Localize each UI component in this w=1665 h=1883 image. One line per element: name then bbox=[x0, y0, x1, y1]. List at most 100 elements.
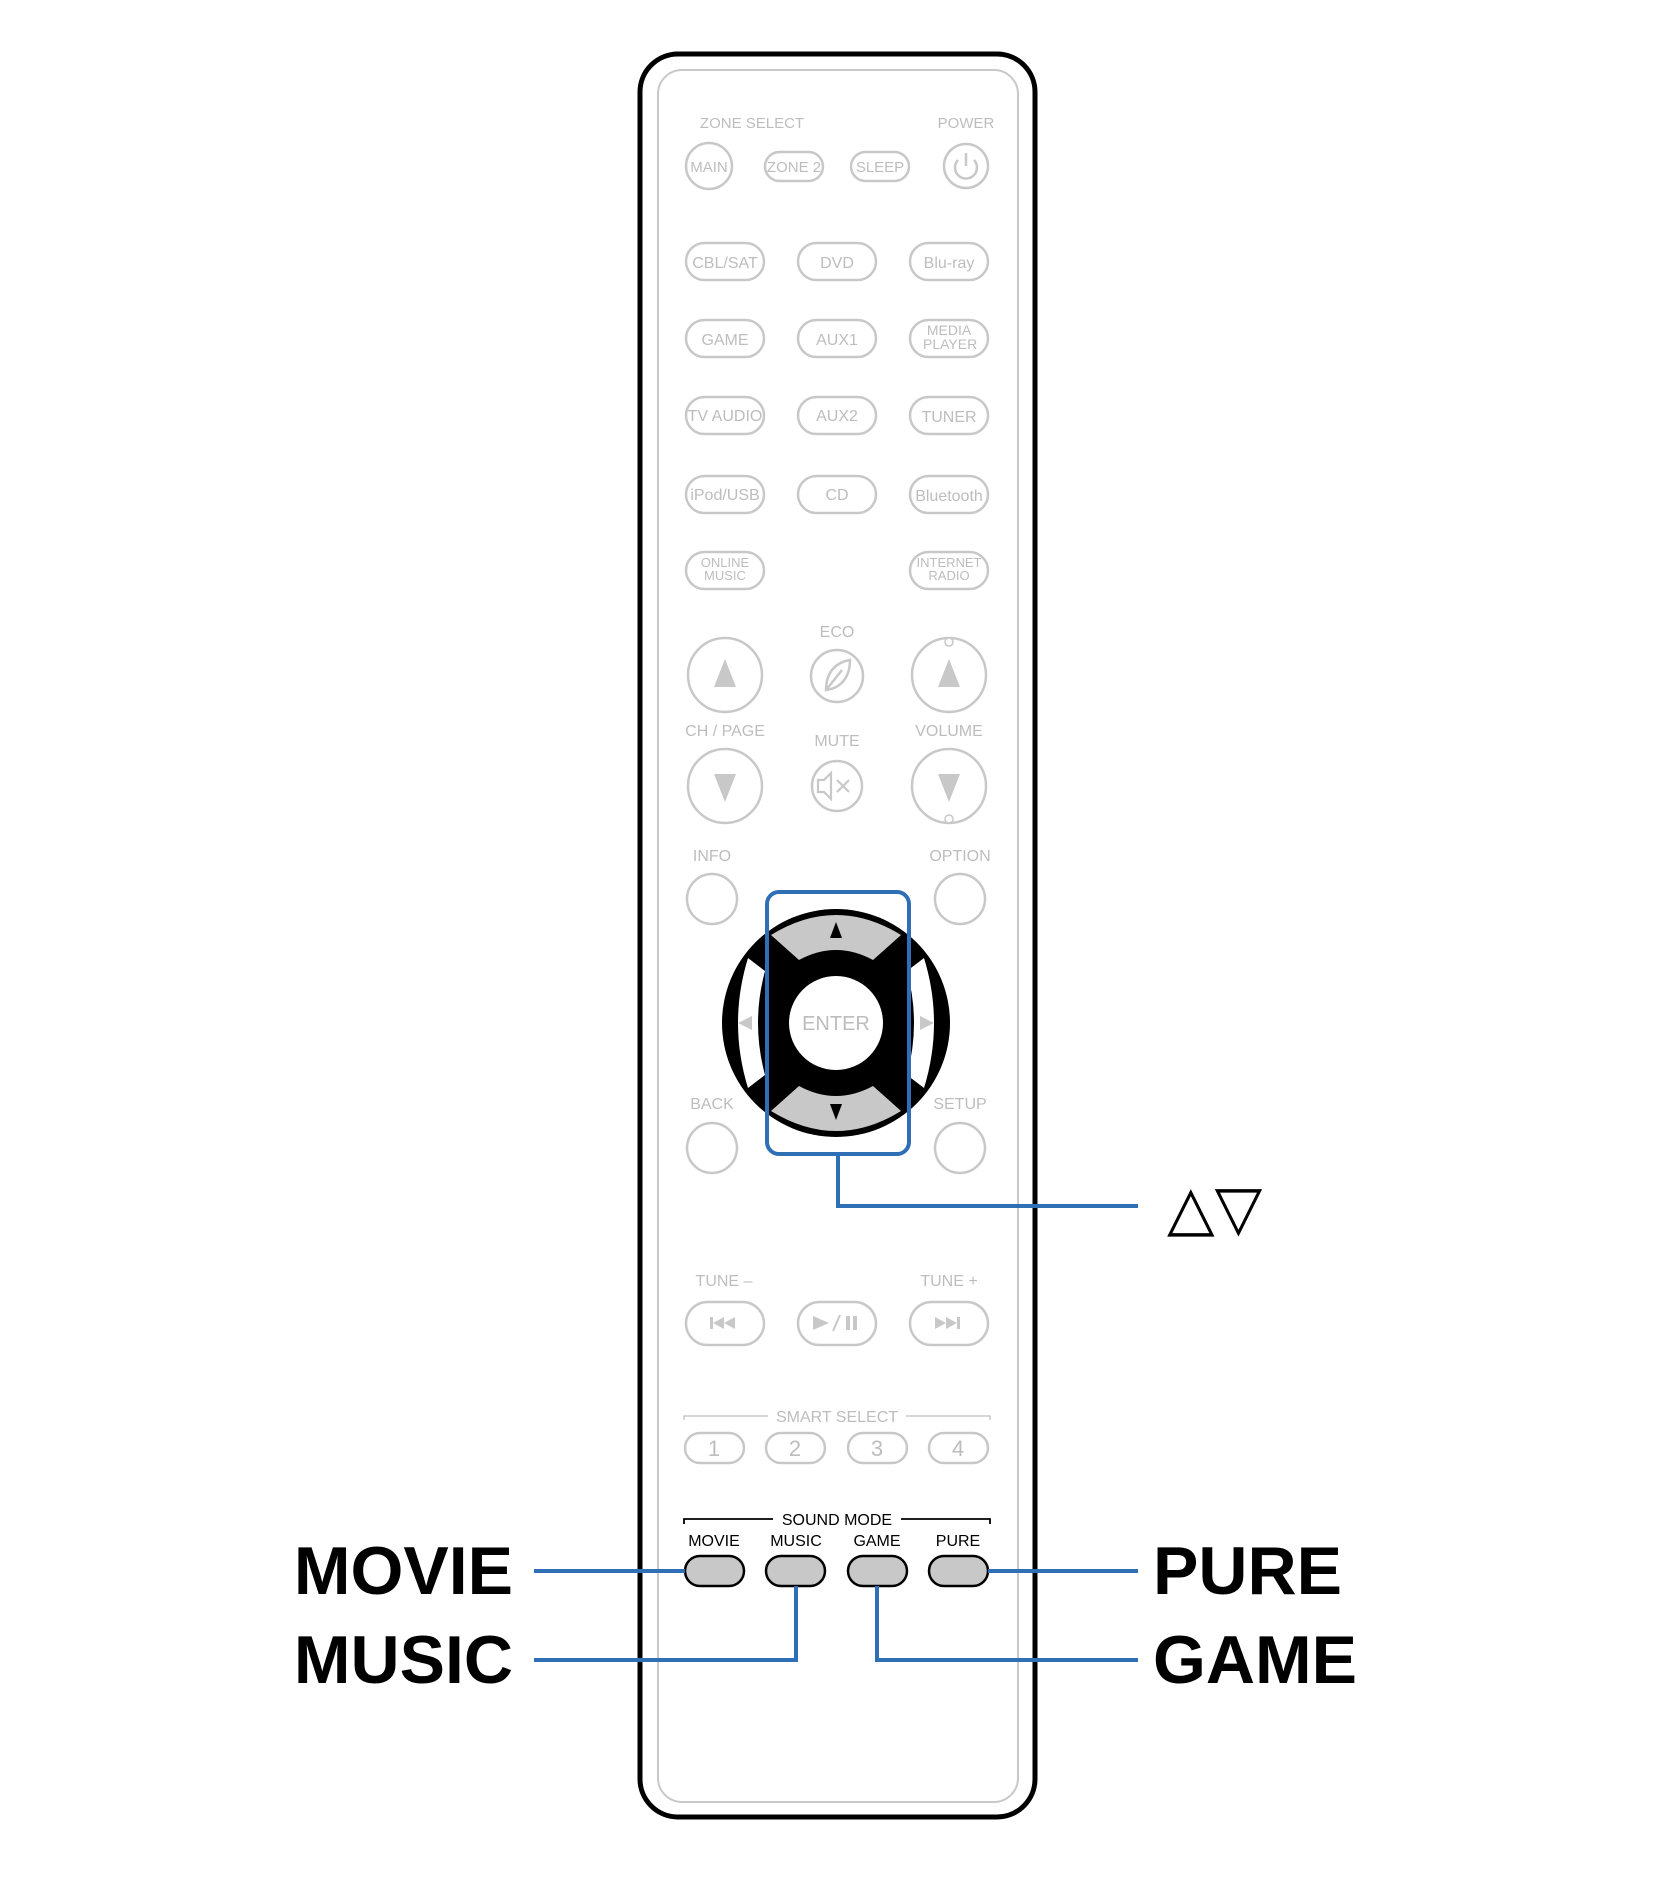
tune-minus-label: TUNE – bbox=[696, 1273, 753, 1290]
setup-button[interactable] bbox=[933, 1121, 987, 1175]
ch-page-label: CH / PAGE bbox=[685, 723, 765, 740]
source-label-online-music: ONLINE MUSIC bbox=[700, 555, 750, 583]
source-button-dvd[interactable]: DVD bbox=[796, 241, 878, 282]
cursor-left-arrow-icon bbox=[738, 1016, 752, 1030]
ch-page-down-button[interactable] bbox=[686, 747, 764, 825]
zone2-button-label: ZONE 2 bbox=[767, 159, 821, 176]
eco-label: ECO bbox=[820, 624, 855, 641]
remote-body-inner bbox=[657, 69, 1019, 1803]
sleep-button[interactable]: SLEEP bbox=[849, 150, 911, 183]
smart-select-button-1[interactable]: 1 bbox=[683, 1431, 746, 1465]
back-label: BACK bbox=[690, 1096, 734, 1113]
smart-select-label-2: 2 bbox=[789, 1436, 801, 1461]
source-button-aux2[interactable]: AUX2 bbox=[796, 395, 878, 436]
source-button-bluray[interactable]: Blu-ray bbox=[908, 241, 990, 282]
skip-back-icon bbox=[710, 1317, 735, 1329]
music-button[interactable] bbox=[764, 1554, 827, 1588]
power-label: POWER bbox=[938, 115, 995, 132]
play-pause-button[interactable] bbox=[796, 1300, 878, 1347]
enter-button[interactable] bbox=[789, 976, 883, 1070]
source-button-media-player[interactable]: MEDIA PLAYER bbox=[908, 318, 990, 359]
source-label-media-player: MEDIA PLAYER bbox=[923, 322, 978, 352]
play-pause-icon bbox=[813, 1314, 857, 1332]
callout-movie-label: MOVIE bbox=[294, 1533, 513, 1609]
volume-up-button[interactable] bbox=[910, 636, 988, 714]
source-button-internet-radio[interactable]: INTERNET RADIO bbox=[908, 550, 990, 591]
sound-mode-label-movie: MOVIE bbox=[688, 1533, 740, 1550]
source-label-cd: CD bbox=[825, 487, 848, 504]
callout-lines bbox=[534, 1154, 1138, 1662]
smart-select-button-4[interactable]: 4 bbox=[927, 1431, 990, 1465]
main-button[interactable]: MAIN bbox=[684, 141, 734, 191]
info-button[interactable] bbox=[685, 872, 739, 926]
sound-mode-label-pure: PURE bbox=[936, 1533, 980, 1550]
game-button[interactable] bbox=[846, 1554, 909, 1588]
triangle-up-icon bbox=[938, 659, 960, 687]
smart-select-label-1: 1 bbox=[708, 1436, 720, 1461]
mute-label: MUTE bbox=[814, 733, 859, 750]
source-button-tuner[interactable]: TUNER bbox=[908, 395, 990, 436]
tune-plus-label: TUNE + bbox=[920, 1273, 977, 1290]
info-label: INFO bbox=[693, 848, 731, 865]
callout-music-label: MUSIC bbox=[294, 1622, 513, 1698]
skip-forward-icon bbox=[935, 1317, 960, 1329]
sleep-button-label: SLEEP bbox=[856, 159, 904, 176]
callout-line-game bbox=[875, 1586, 1138, 1662]
source-label-tuner: TUNER bbox=[921, 409, 976, 426]
cursor-right-arrow-icon bbox=[920, 1016, 934, 1030]
volume-down-button[interactable] bbox=[910, 747, 988, 825]
source-label-aux1: AUX1 bbox=[816, 332, 858, 349]
source-label-internet-radio: INTERNET RADIO bbox=[916, 555, 982, 583]
power-icon bbox=[953, 153, 979, 180]
smart-select-group: SMART SELECT 1 2 3 4 bbox=[683, 1409, 991, 1465]
source-label-bluray: Blu-ray bbox=[924, 255, 975, 272]
zone2-button[interactable]: ZONE 2 bbox=[763, 150, 825, 183]
source-button-cd[interactable]: CD bbox=[796, 474, 878, 515]
leaf-icon bbox=[824, 658, 852, 692]
source-button-game[interactable]: GAME bbox=[684, 318, 766, 359]
source-button-tv-audio[interactable]: TV AUDIO bbox=[684, 395, 766, 436]
source-button-ipod-usb[interactable]: iPod/USB bbox=[684, 474, 766, 515]
callout-line-arrows bbox=[836, 1154, 1138, 1208]
source-buttons: CBL/SAT DVD Blu-ray GAME AUX1 MEDIA PLAY… bbox=[684, 241, 990, 591]
callout-arrows-label: △▽ bbox=[1167, 1174, 1263, 1243]
volume-label: VOLUME bbox=[915, 723, 983, 740]
source-label-ipod-usb: iPod/USB bbox=[690, 487, 759, 504]
power-button[interactable] bbox=[942, 142, 990, 190]
pure-button[interactable] bbox=[927, 1554, 990, 1588]
option-button[interactable] bbox=[933, 872, 987, 926]
mute-speaker-icon bbox=[816, 770, 850, 802]
source-label-game: GAME bbox=[701, 332, 748, 349]
main-button-label: MAIN bbox=[690, 159, 728, 176]
smart-select-label-3: 3 bbox=[871, 1436, 883, 1461]
source-button-online-music[interactable]: ONLINE MUSIC bbox=[684, 550, 766, 591]
smart-select-button-3[interactable]: 3 bbox=[846, 1431, 909, 1465]
skip-back-button[interactable] bbox=[684, 1300, 766, 1347]
ch-page-up-button[interactable] bbox=[686, 636, 764, 714]
skip-forward-button[interactable] bbox=[908, 1300, 990, 1347]
source-button-bluetooth[interactable]: Bluetooth bbox=[908, 474, 990, 515]
sound-mode-group: SOUND MODE MOVIE MUSIC GAME PURE bbox=[683, 1512, 991, 1588]
source-button-aux1[interactable]: AUX1 bbox=[796, 318, 878, 359]
mute-button[interactable] bbox=[810, 759, 864, 813]
back-button[interactable] bbox=[685, 1121, 739, 1175]
callout-game-label: GAME bbox=[1153, 1622, 1357, 1698]
sound-mode-label-game: GAME bbox=[853, 1533, 900, 1550]
source-button-cbl-sat[interactable]: CBL/SAT bbox=[684, 241, 766, 282]
zone-select-label: ZONE SELECT bbox=[700, 115, 804, 132]
source-label-cbl-sat: CBL/SAT bbox=[692, 255, 758, 272]
eco-button[interactable] bbox=[809, 648, 865, 704]
setup-label: SETUP bbox=[933, 1096, 986, 1113]
sound-mode-label: SOUND MODE bbox=[782, 1512, 892, 1529]
triangle-down-icon bbox=[714, 774, 736, 802]
cursor-pad: ENTER bbox=[722, 909, 950, 1137]
source-label-aux2: AUX2 bbox=[816, 408, 858, 425]
smart-select-button-2[interactable]: 2 bbox=[764, 1431, 827, 1465]
sound-mode-label-music: MUSIC bbox=[770, 1533, 822, 1550]
smart-select-label: SMART SELECT bbox=[776, 1409, 898, 1426]
callout-line-music bbox=[534, 1586, 798, 1662]
movie-button[interactable] bbox=[683, 1554, 746, 1588]
callout-pure-label: PURE bbox=[1153, 1533, 1342, 1609]
